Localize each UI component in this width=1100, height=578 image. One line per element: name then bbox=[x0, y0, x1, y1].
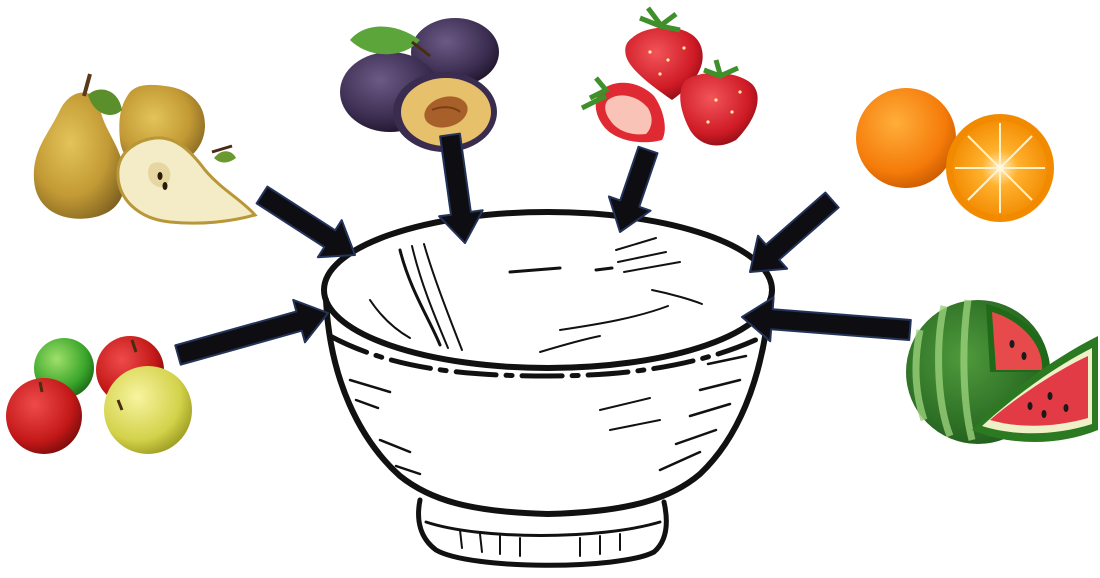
arrow-orange-to-bowl bbox=[750, 193, 839, 273]
arrow-shape bbox=[742, 297, 911, 341]
plum-icon bbox=[340, 18, 499, 152]
pear-icon bbox=[34, 74, 255, 223]
bowl-icon bbox=[324, 212, 772, 565]
strawberry-icon bbox=[582, 8, 758, 145]
arrow-shape bbox=[439, 134, 483, 243]
arrow-shape bbox=[175, 300, 328, 365]
arrow-apples-to-bowl bbox=[175, 300, 328, 365]
arrow-watermelon-to-bowl bbox=[742, 297, 911, 341]
apple-icon bbox=[6, 336, 192, 454]
orange-icon bbox=[856, 88, 1054, 222]
arrow-pears-to-bowl bbox=[257, 187, 355, 258]
arrow-shape bbox=[257, 187, 355, 258]
arrow-plums-to-bowl bbox=[439, 134, 483, 243]
watermelon-icon bbox=[906, 300, 1098, 444]
arrow-shape bbox=[750, 193, 839, 273]
